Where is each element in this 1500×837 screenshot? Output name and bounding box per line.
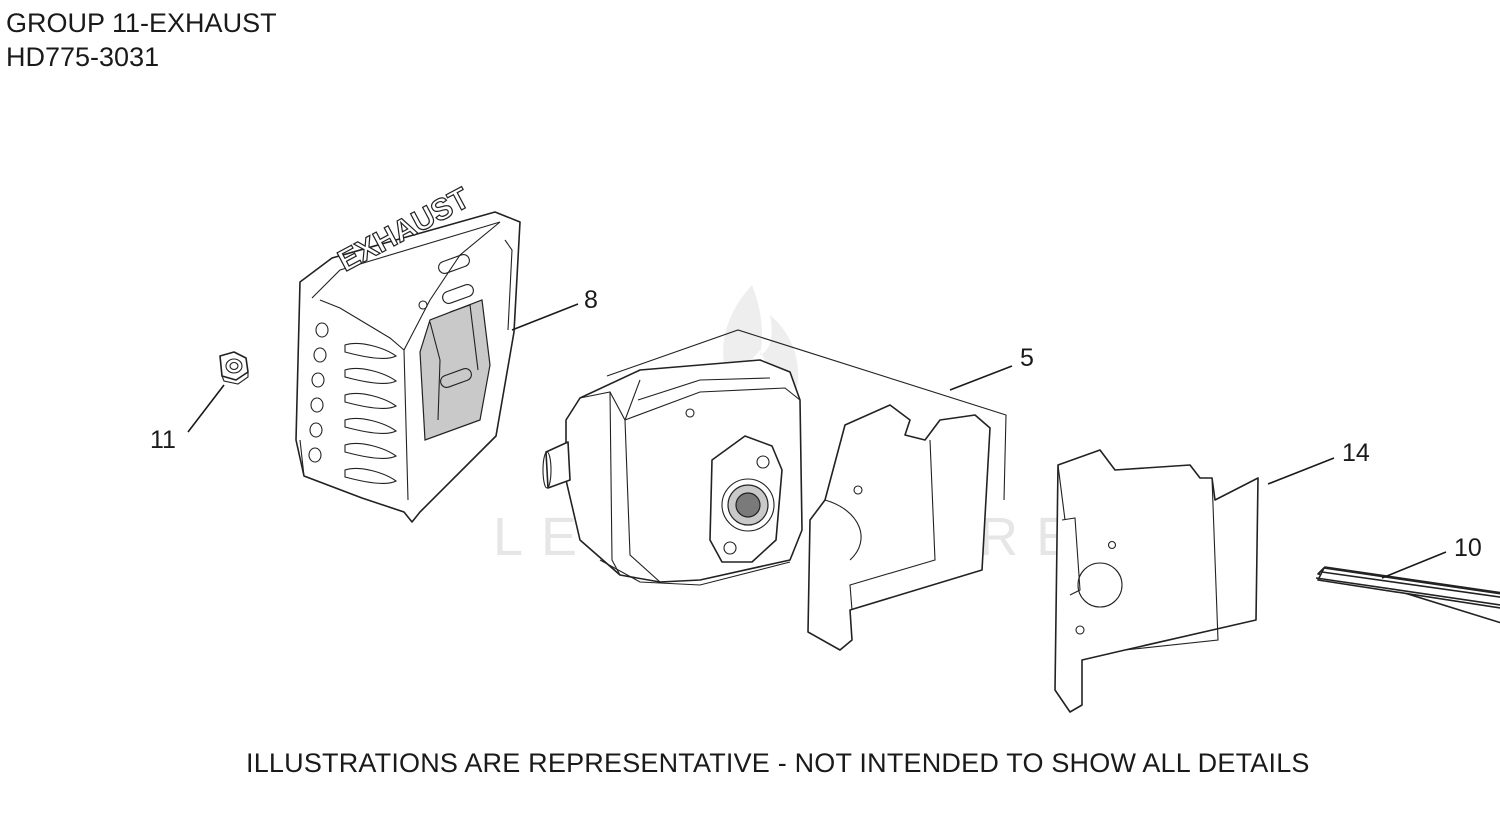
leader-heat-shield-cover <box>511 303 579 331</box>
part-flange-nut <box>219 351 249 385</box>
callout-8: 8 <box>584 286 598 314</box>
leader-muffler <box>949 365 1013 391</box>
group-title: GROUP 11-EXHAUST <box>6 8 277 38</box>
leader-stud <box>1381 551 1447 579</box>
model-number: HD775-3031 <box>6 42 160 72</box>
part-gasket-plate <box>1054 449 1259 713</box>
part-heat-shield-cover: EXHAUST <box>295 181 521 523</box>
callout-5: 5 <box>1020 344 1034 372</box>
callout-14: 14 <box>1342 439 1370 467</box>
part-stud <box>1315 566 1500 628</box>
callout-11: 11 <box>150 426 176 454</box>
part-heat-plate-inner <box>807 404 991 651</box>
leader-gasket-plate <box>1267 457 1335 485</box>
disclaimer: ILLUSTRATIONS ARE REPRESENTATIVE - NOT I… <box>246 748 1310 778</box>
leader-nut <box>187 384 225 433</box>
callout-10: 10 <box>1454 534 1482 562</box>
page-header: GROUP 11-EXHAUST HD775-3031 <box>6 6 277 74</box>
part-muffler <box>542 329 1007 586</box>
